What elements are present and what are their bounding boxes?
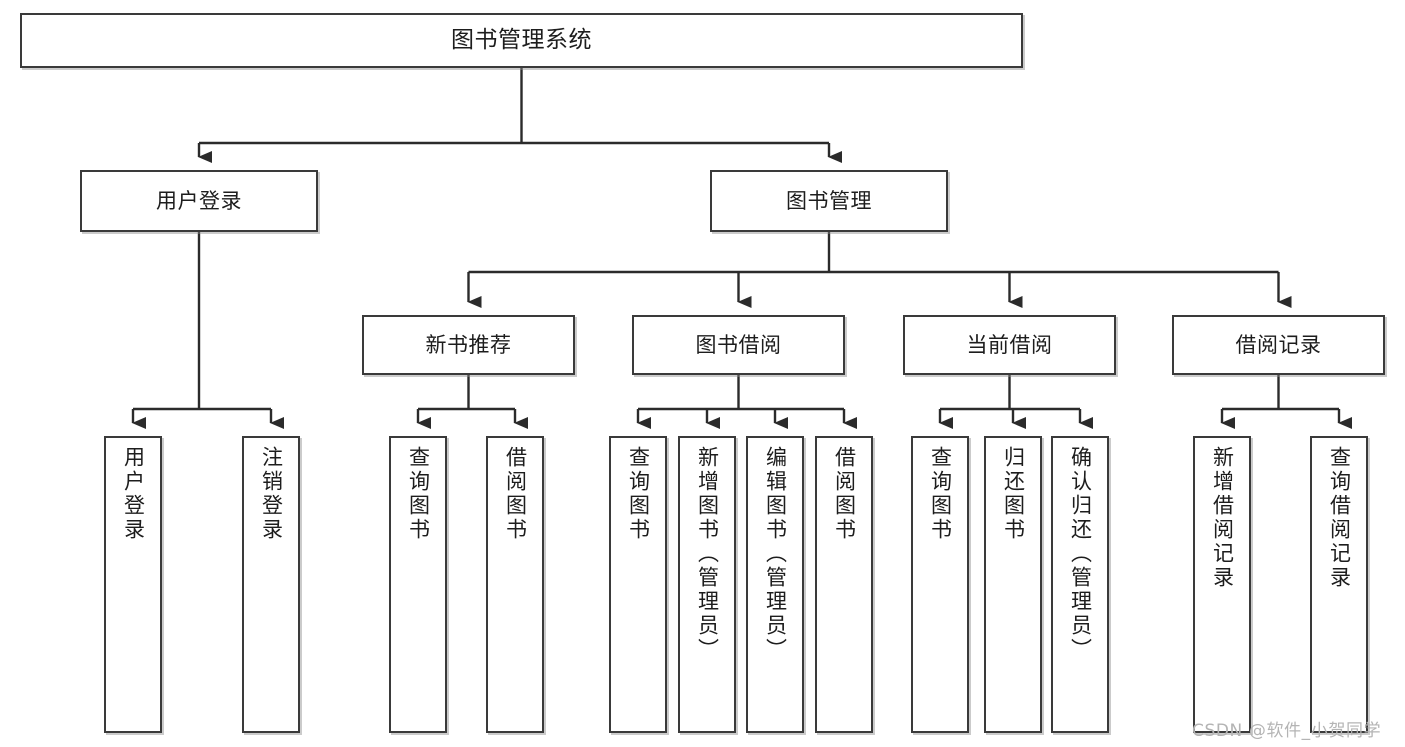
node-label: 用户登录 — [121, 446, 146, 542]
node-label: 当前借阅 — [966, 332, 1053, 357]
leaf-edit-book-admin[interactable]: 编辑图书（管理员） — [746, 436, 804, 733]
leaf-query-book-recommend[interactable]: 查询图书 — [389, 436, 447, 733]
node-label: 借阅记录 — [1235, 332, 1322, 357]
node-user-login[interactable]: 用户登录 — [80, 170, 318, 232]
leaf-borrow-book[interactable]: 借阅图书 — [815, 436, 873, 733]
leaf-query-book-current[interactable]: 查询图书 — [911, 436, 969, 733]
leaf-borrow-book-recommend[interactable]: 借阅图书 — [486, 436, 544, 733]
node-label: 借阅图书 — [503, 446, 528, 542]
node-label: 查询图书 — [626, 446, 651, 542]
leaf-add-book-admin[interactable]: 新增图书（管理员） — [678, 436, 736, 733]
leaf-user-login[interactable]: 用户登录 — [104, 436, 162, 733]
node-label: 注销登录 — [259, 446, 284, 542]
node-label: 确认归还（管理员） — [1068, 446, 1093, 662]
leaf-add-borrow-record[interactable]: 新增借阅记录 — [1193, 436, 1251, 733]
node-current-borrow[interactable]: 当前借阅 — [903, 315, 1116, 375]
node-book-borrow[interactable]: 图书借阅 — [632, 315, 845, 375]
node-book-management[interactable]: 图书管理 — [710, 170, 948, 232]
node-label: 新书推荐 — [425, 332, 512, 357]
node-new-book-recommend[interactable]: 新书推荐 — [362, 315, 575, 375]
node-borrow-record[interactable]: 借阅记录 — [1172, 315, 1385, 375]
node-label: 新增图书（管理员） — [695, 446, 720, 662]
node-label: 借阅图书 — [832, 446, 857, 542]
node-label: 编辑图书（管理员） — [763, 446, 788, 662]
node-label: 图书借阅 — [695, 332, 782, 357]
node-label: 归还图书 — [1001, 446, 1026, 542]
node-label: 查询图书 — [928, 446, 953, 542]
leaf-query-borrow-record[interactable]: 查询借阅记录 — [1310, 436, 1368, 733]
node-label: 查询图书 — [406, 446, 431, 542]
leaf-query-book-borrow[interactable]: 查询图书 — [609, 436, 667, 733]
node-label: 新增借阅记录 — [1210, 446, 1235, 590]
leaf-return-book[interactable]: 归还图书 — [984, 436, 1042, 733]
leaf-confirm-return-admin[interactable]: 确认归还（管理员） — [1051, 436, 1109, 733]
node-label: 查询借阅记录 — [1327, 446, 1352, 590]
watermark: CSDN @软件_小贺同学 — [1192, 721, 1382, 741]
node-label: 图书管理 — [786, 188, 872, 213]
node-root[interactable]: 图书管理系统 — [20, 13, 1023, 68]
node-label: 图书管理系统 — [451, 27, 592, 54]
node-label: 用户登录 — [156, 188, 242, 213]
leaf-logout[interactable]: 注销登录 — [242, 436, 300, 733]
